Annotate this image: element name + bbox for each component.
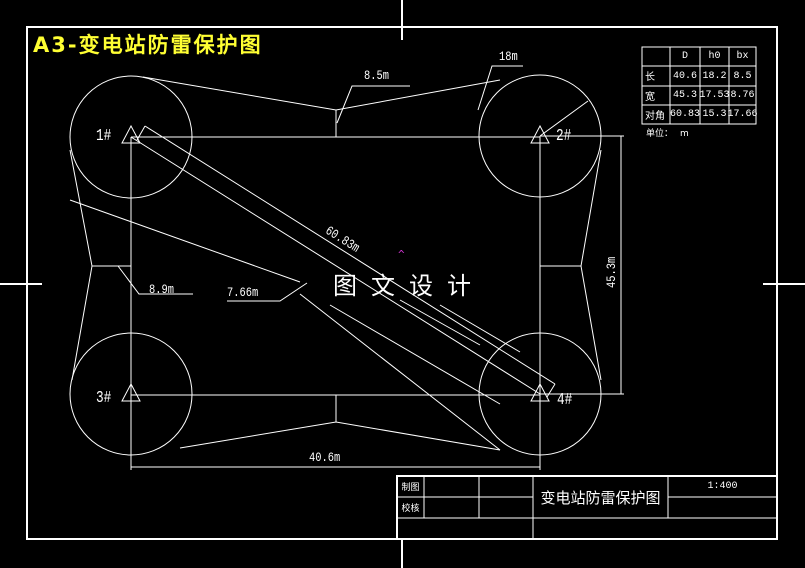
param-cell: 8.5	[733, 70, 752, 82]
param-cell: 45.3	[672, 90, 697, 101]
boundary-top	[142, 76, 501, 111]
watermark: 图文设计	[333, 272, 485, 300]
dim-radius: 18m	[499, 49, 518, 64]
param-cell: 15.3	[702, 109, 727, 120]
leader-7.66m	[227, 282, 308, 302]
checked-by-label: 校核	[401, 504, 420, 514]
param-row-label: 宽	[645, 92, 655, 104]
drawing-scale: 1:400	[707, 481, 738, 492]
rod-icon-4	[530, 382, 550, 402]
drawing-name: 变电站防雷保护图	[540, 488, 661, 507]
unit-value: m	[680, 129, 689, 139]
rod-icon-1	[121, 124, 141, 144]
param-cell: 8.76	[730, 90, 755, 101]
param-cell: 60.83	[670, 109, 701, 120]
boundary-right	[580, 149, 602, 381]
rod-label-2: 2#	[556, 127, 572, 146]
rod-label-3: 3#	[96, 389, 112, 408]
dim-diag-bx: 7.66m	[227, 285, 259, 300]
boundary-left	[69, 149, 93, 381]
dim-left-bx: 8.9m	[149, 282, 174, 297]
param-header-d: D	[681, 51, 688, 62]
dim-top-bx: 8.5m	[364, 68, 389, 83]
param-header-h0: h0	[708, 51, 721, 62]
radius-line	[539, 100, 589, 137]
diagonal-dim-line	[144, 125, 556, 385]
param-cell: 17.66	[727, 109, 758, 120]
dim-height: 45.3m	[604, 256, 619, 288]
param-cell: 17.53	[699, 90, 730, 101]
boundary-bottom	[179, 421, 501, 451]
cursor-marker: ^	[398, 248, 405, 261]
dim-width: 40.6m	[309, 450, 341, 465]
param-row-label: 长	[645, 73, 655, 84]
rod-icon-2	[530, 124, 550, 144]
param-cell: 40.6	[672, 70, 697, 82]
param-header-bx: bx	[736, 51, 749, 62]
param-cell: 18.2	[702, 70, 727, 82]
rod-label-1: 1#	[96, 127, 112, 146]
leader-18m	[477, 65, 523, 111]
param-row-label: 对角	[645, 111, 665, 123]
leader-8.5m	[336, 85, 410, 124]
title-block-frame	[396, 475, 778, 540]
unit-label: 单位：	[646, 129, 674, 139]
drawing-title: A3-变电站防雷保护图	[33, 33, 263, 57]
drawn-by-label: 制图	[401, 483, 420, 493]
rod-label-4: 4#	[557, 391, 573, 410]
rod-icon-3	[121, 382, 141, 402]
leader-8.9m	[117, 265, 193, 295]
